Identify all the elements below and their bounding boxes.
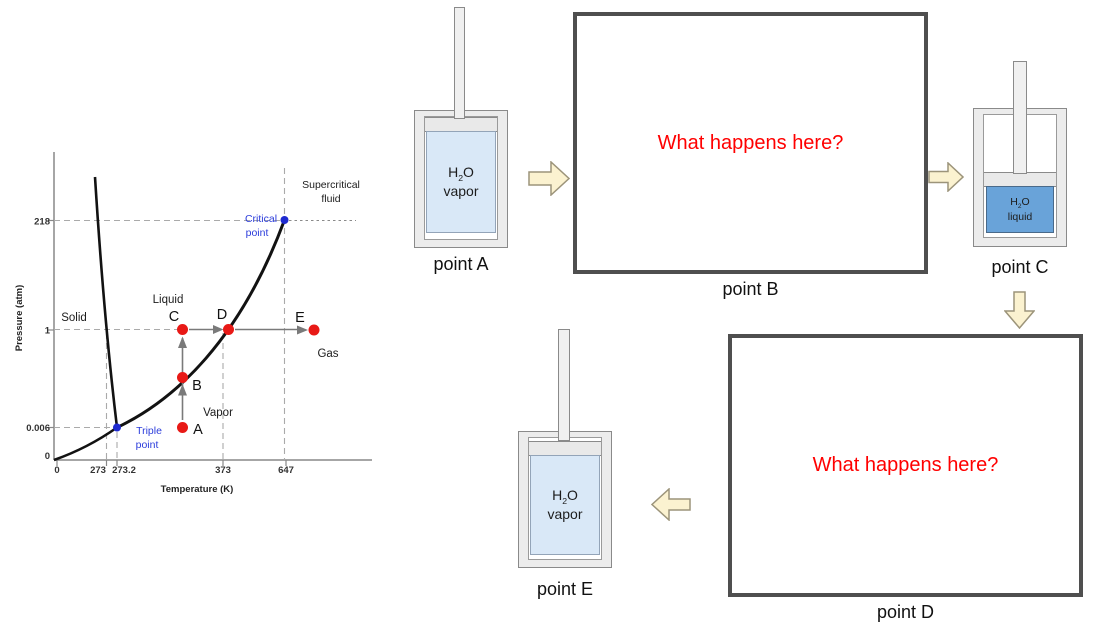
question-text-b: What happens here? xyxy=(657,131,844,154)
state-label: vapor xyxy=(547,506,583,523)
y-tick-0: 0 xyxy=(45,451,50,462)
x-tick-647: 647 xyxy=(278,465,294,476)
arrow-d-to-e-icon xyxy=(651,488,691,521)
y-axis-label: Pressure (atm) xyxy=(14,285,25,352)
point-a-dot xyxy=(177,422,188,433)
tick-marks xyxy=(48,219,287,466)
triple-point-dot xyxy=(113,423,121,432)
point-e-dot xyxy=(308,324,320,336)
question-box-d: What happens here? xyxy=(728,334,1083,597)
y-tick-0006: 0.006 xyxy=(26,423,50,434)
piston-c-plate xyxy=(984,172,1056,187)
point-a-caption: point A xyxy=(433,254,489,274)
piston-e-plate xyxy=(529,441,601,456)
triple-point-label-line1: Triple xyxy=(136,425,162,437)
liquid-region-label: Liquid xyxy=(153,294,184,306)
x-tick-2732: 273.2 xyxy=(112,465,136,476)
fusion-curve xyxy=(93,176,119,428)
process-path-arrows xyxy=(178,325,308,420)
piston-c-cavity: H2O liquid xyxy=(983,114,1057,238)
point-d-dot xyxy=(223,324,234,335)
piston-a-cavity: H2O vapor xyxy=(424,116,498,240)
x-tick-273: 273 xyxy=(90,465,106,476)
dashed-gridlines xyxy=(54,168,286,460)
critical-point-dot xyxy=(280,216,289,224)
piston-a-rod xyxy=(454,7,465,119)
question-box-b: What happens here? xyxy=(573,12,928,274)
point-d-letter: D xyxy=(217,307,227,323)
arrow-b-to-c-icon xyxy=(928,162,964,192)
state-label: vapor xyxy=(443,183,479,200)
point-b-dot xyxy=(177,372,188,383)
arrow-a-to-b-icon xyxy=(528,161,570,196)
piston-c-h2o-liquid: H2O liquid xyxy=(986,186,1054,233)
point-b-letter: B xyxy=(192,378,202,394)
vaporization-curve xyxy=(116,219,286,429)
gas-region-label: Gas xyxy=(317,348,338,360)
piston-e-rod xyxy=(558,329,570,441)
point-e-letter: E xyxy=(295,310,305,326)
point-b-caption: point B xyxy=(722,279,779,299)
piston-a-h2o-vapor: H2O vapor xyxy=(426,131,496,233)
h2o-formula: H2O xyxy=(448,163,474,183)
sublimation-curve xyxy=(53,426,118,462)
critical-point-label-line2: point xyxy=(246,227,269,239)
question-text-d: What happens here? xyxy=(812,454,999,476)
point-c-letter: C xyxy=(169,309,179,325)
point-a-letter: A xyxy=(193,422,203,438)
piston-a-cylinder: H2O vapor xyxy=(414,110,508,248)
point-e-caption: point E xyxy=(536,579,594,599)
piston-a-plate xyxy=(425,117,497,132)
arrow-c-to-d-icon xyxy=(1004,291,1035,329)
y-tick-1: 1 xyxy=(45,326,51,337)
x-tick-373: 373 xyxy=(215,465,231,476)
point-c-dot xyxy=(177,324,188,335)
x-tick-0: 0 xyxy=(54,465,59,476)
point-d-caption: point D xyxy=(876,602,935,622)
critical-point-label-line1: Critical xyxy=(245,213,277,225)
supercritical-label-line2: fluid xyxy=(321,193,340,205)
x-axis-label: Temperature (K) xyxy=(161,484,234,495)
phase-diagram: 218 1 0.006 0 0 273 273.2 373 647 Pressu… xyxy=(14,152,372,495)
h2o-formula: H2O xyxy=(552,486,578,506)
piston-e-h2o-vapor: H2O vapor xyxy=(530,455,600,555)
triple-point-label-line2: point xyxy=(136,439,159,451)
state-label: liquid xyxy=(1007,210,1033,223)
y-tick-218: 218 xyxy=(34,217,50,228)
h2o-formula: H2O xyxy=(1010,195,1030,210)
vapor-region-label: Vapor xyxy=(203,407,233,419)
piston-e-cylinder: H2O vapor xyxy=(518,431,612,568)
piston-e-cavity: H2O vapor xyxy=(528,437,602,560)
supercritical-label-line1: Supercritical xyxy=(302,179,360,191)
solid-region-label: Solid xyxy=(61,312,87,324)
point-c-caption: point C xyxy=(991,257,1049,277)
piston-c-rod xyxy=(1013,61,1027,174)
